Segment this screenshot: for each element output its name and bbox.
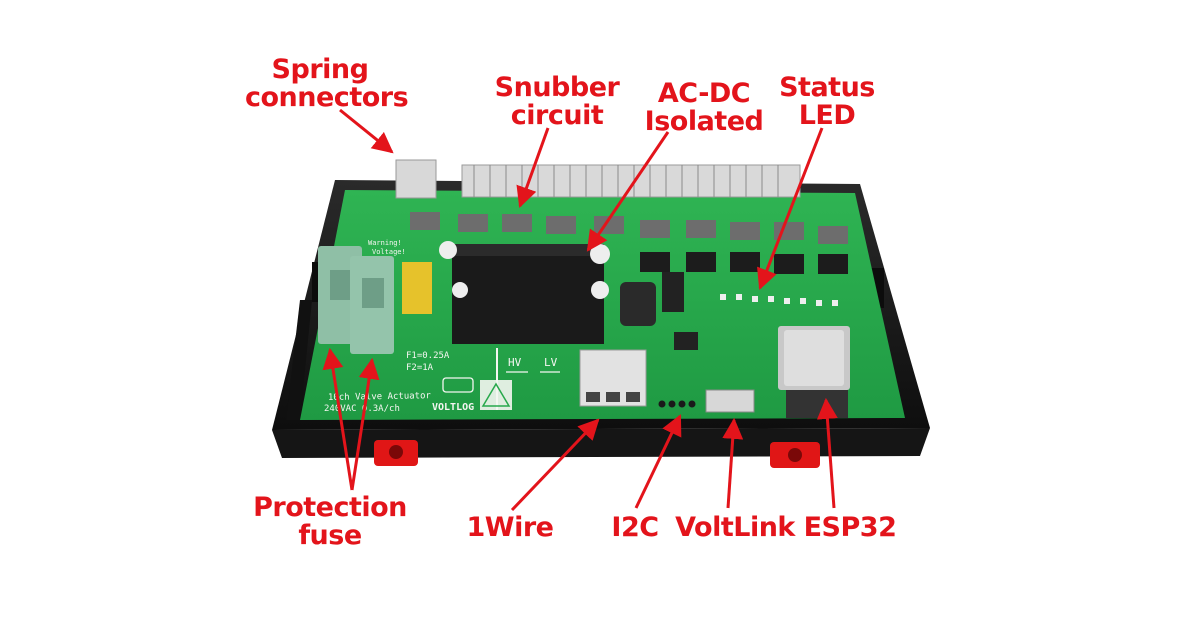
- ac-dc-isolated-callout: AC-DC Isolated: [640, 80, 768, 136]
- esp32-callout: ESP32: [803, 512, 897, 543]
- protection-fuse-callout: Protection fuse: [250, 494, 410, 550]
- ac-dc-isolated-line-1: AC-DC: [657, 78, 751, 109]
- snubber-circuit-callout: Snubber circuit: [492, 74, 622, 130]
- smd-ic: [674, 332, 698, 350]
- protection-fuse-line-1: Protection: [253, 492, 407, 523]
- din-clip: [374, 440, 820, 468]
- lv-label: LV: [544, 356, 558, 369]
- x-capacitor: [402, 262, 432, 314]
- onewire-callout: 1Wire: [466, 512, 554, 543]
- product-name-label: 10ch Valve Actuator: [328, 391, 432, 403]
- protection-fuse-line-2: fuse: [298, 520, 362, 551]
- voltlink-connector: [705, 389, 755, 413]
- onewire-terminal: [579, 349, 647, 407]
- push-button: [662, 272, 684, 312]
- voltlog-logo: VOLTLOG: [432, 402, 474, 413]
- snubber-circuit-line-2: circuit: [510, 100, 604, 131]
- fuse-holder: [318, 246, 394, 354]
- snubber-components: [410, 212, 848, 244]
- product-rating-label: 240VAC 0.3A/ch: [324, 404, 400, 414]
- status-led-line-1: Status: [779, 72, 875, 103]
- spring-connectors-callout: Spring connectors: [245, 54, 409, 113]
- i2c-callout: I2C: [611, 512, 659, 543]
- fuse-f1-label: F1=0.25A: [406, 351, 450, 361]
- status-led-line-2: LED: [798, 100, 856, 131]
- electrolytic-capacitor: [620, 282, 656, 326]
- status-led-callout: Status LED: [772, 74, 882, 130]
- snubber-circuit-line-1: Snubber: [494, 72, 620, 103]
- ac-dc-module: [452, 244, 604, 344]
- ac-dc-isolated-line-2: Isolated: [644, 106, 764, 137]
- voltlink-callout: VoltLink: [675, 512, 795, 543]
- annotation-arrows: [322, 108, 838, 512]
- warning-label-2: Voltage!: [372, 248, 406, 256]
- driver-ics: [640, 252, 848, 274]
- status-leds: [720, 294, 838, 306]
- fuse-f2-label: F2=1A: [406, 363, 434, 373]
- spring-connectors-line-2: connectors: [245, 82, 409, 113]
- esp32-module: [778, 326, 850, 418]
- hv-label: HV: [508, 356, 522, 369]
- spring-connectors-line-1: Spring: [271, 54, 369, 85]
- i2c-header: [658, 400, 696, 408]
- warning-label-1: Warning!: [368, 239, 402, 247]
